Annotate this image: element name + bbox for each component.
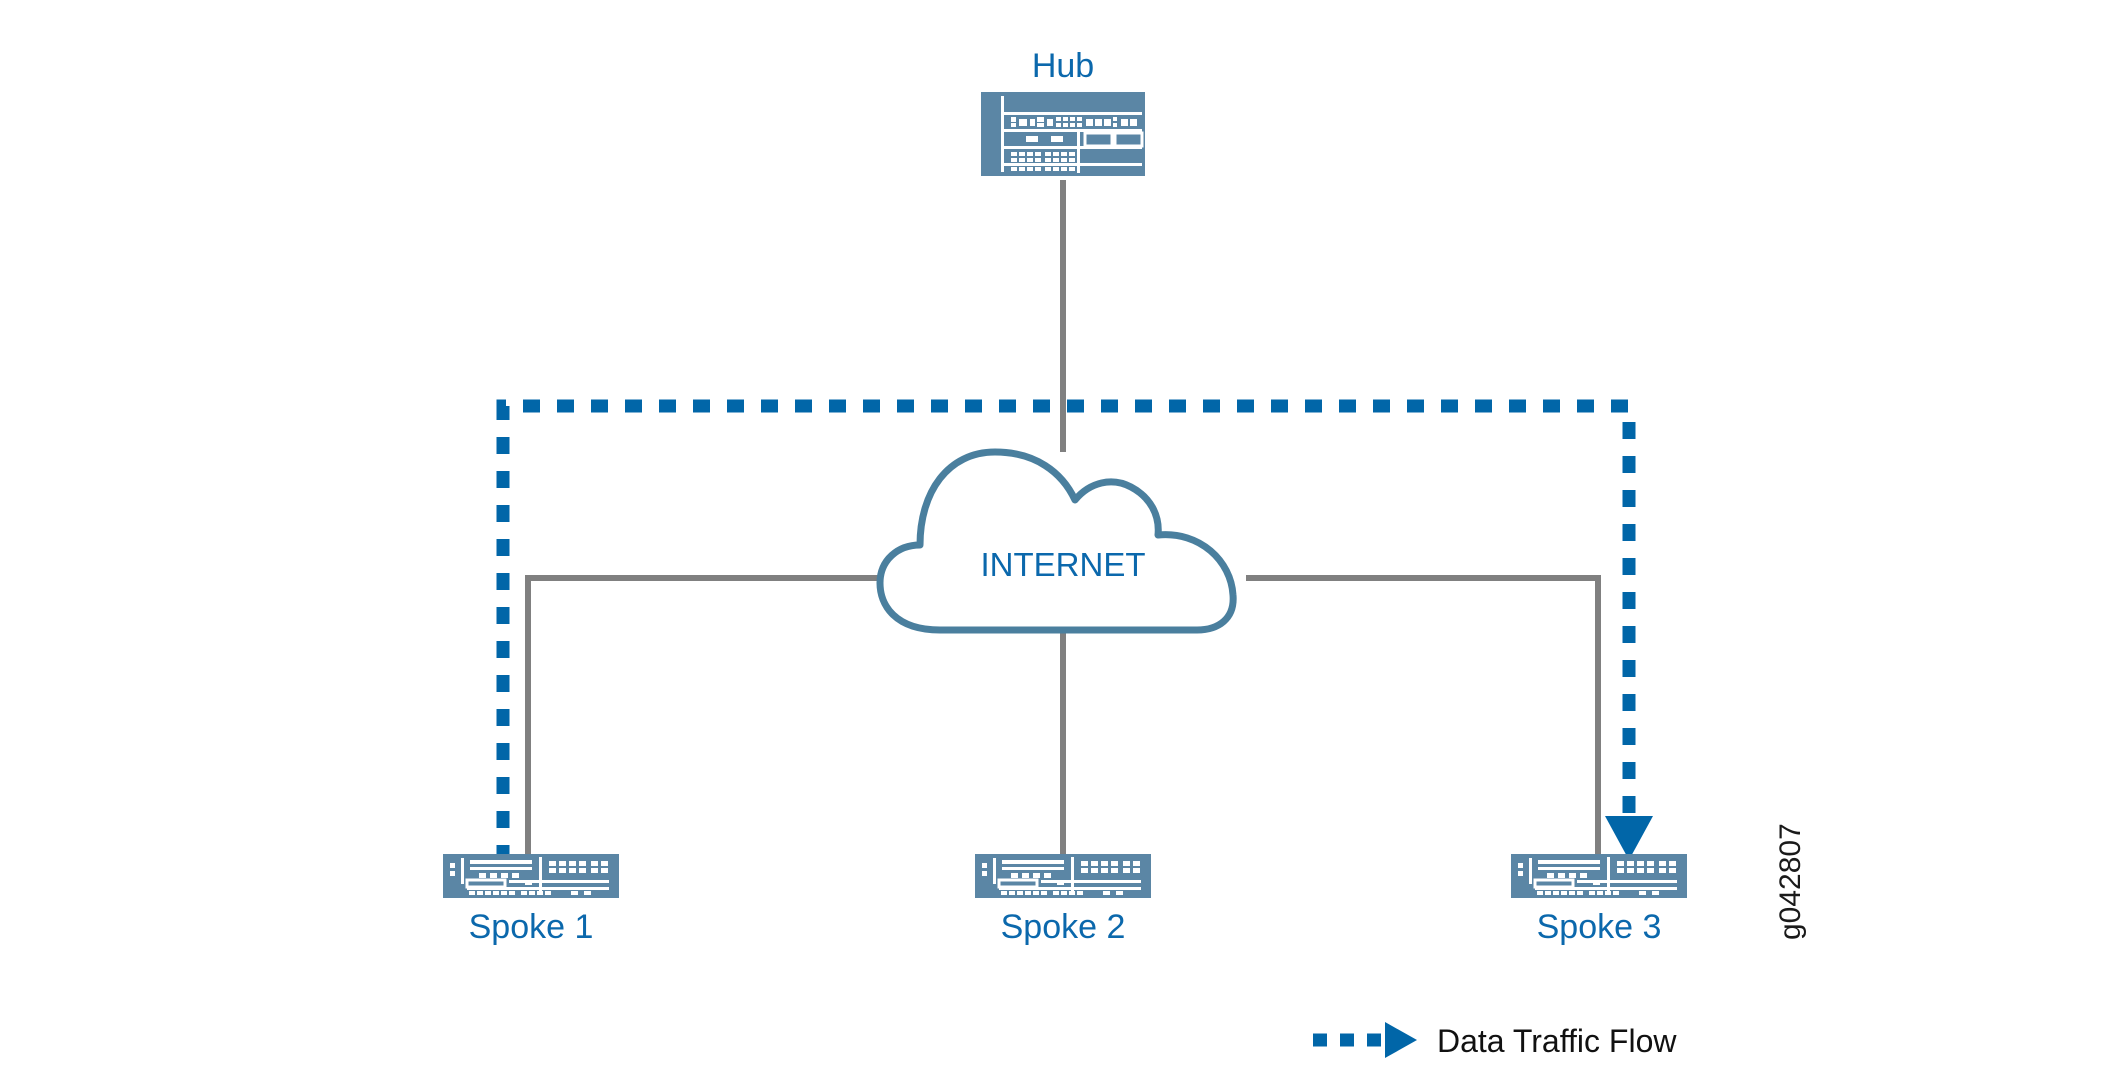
data-traffic-flow-path (496, 399, 1653, 862)
spoke2-device-icon (973, 852, 1153, 900)
legend-arrowhead-icon (1385, 1022, 1417, 1058)
node-spoke2[interactable]: Spoke 2 (973, 852, 1153, 946)
cloud-label: INTERNET (981, 546, 1146, 583)
spoke3-device-icon (1509, 852, 1689, 900)
watermark-id: g042807 (1774, 823, 1807, 940)
link-cloud-to-spoke1 (525, 575, 880, 862)
legend: Data Traffic Flow (1313, 1022, 1677, 1059)
spoke3-label: Spoke 3 (1537, 908, 1662, 946)
spoke2-label: Spoke 2 (1001, 908, 1126, 946)
traffic-flow-arrowhead (1605, 816, 1653, 860)
link-cloud-to-spoke3 (1246, 575, 1601, 862)
spoke1-label: Spoke 1 (469, 908, 594, 946)
legend-label: Data Traffic Flow (1437, 1023, 1677, 1059)
hub-device-icon (979, 90, 1147, 178)
watermark: g042807 (1774, 823, 1807, 940)
spoke1-device-icon (441, 852, 621, 900)
internet-cloud: INTERNET (876, 448, 1237, 634)
node-spoke1[interactable]: Spoke 1 (441, 852, 621, 946)
node-hub[interactable]: Hub (979, 47, 1147, 178)
legend-item-data-traffic-flow: Data Traffic Flow (1313, 1022, 1677, 1059)
node-spoke3[interactable]: Spoke 3 (1509, 852, 1689, 946)
link-layer (525, 180, 1601, 862)
cloud-icon (876, 448, 1237, 634)
hub-label: Hub (1032, 47, 1094, 85)
